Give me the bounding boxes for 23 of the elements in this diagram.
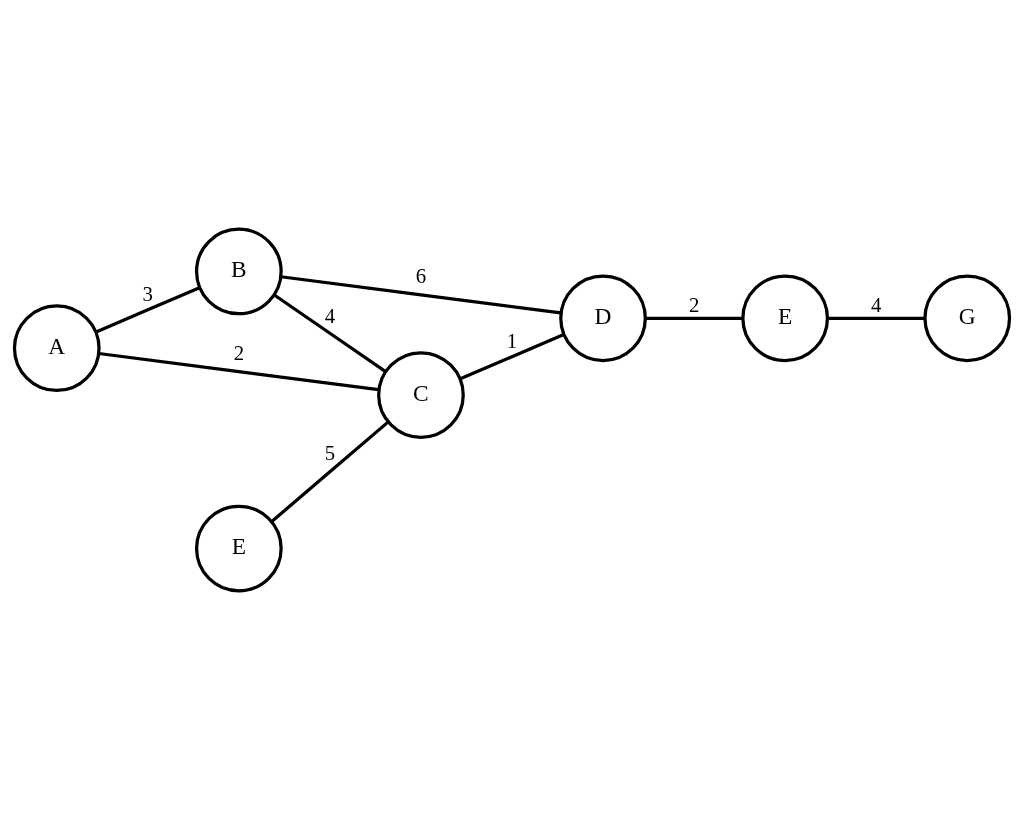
edge-label: 6 [415, 263, 427, 288]
connector [280, 274, 561, 315]
edge-label: 5 [324, 440, 336, 465]
edge-label: 4 [870, 292, 882, 317]
connector [459, 332, 565, 380]
connector [827, 316, 925, 320]
connector [98, 351, 379, 391]
node-circle: G [923, 273, 1012, 362]
node-circle: D [559, 273, 647, 362]
edge-label: 1 [506, 328, 518, 353]
edge-label: 2 [688, 292, 700, 317]
connector [645, 316, 743, 320]
node-circle: B [194, 227, 283, 315]
edge-label: 2 [233, 340, 245, 365]
node-circle: E [741, 273, 830, 362]
edge-label: 3 [142, 281, 154, 306]
node-circle: C [377, 350, 465, 439]
connector [273, 293, 387, 373]
node-circle: A [12, 303, 101, 392]
connector [270, 420, 389, 523]
node-circle: E [194, 504, 283, 592]
edge-label: 4 [324, 303, 336, 328]
connector [95, 285, 201, 333]
